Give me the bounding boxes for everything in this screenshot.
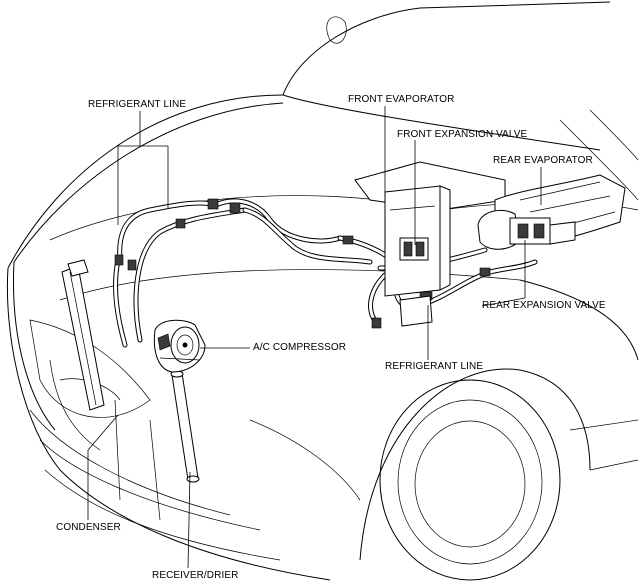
rear-evaporator-unit <box>477 174 626 250</box>
label-receiver-drier: RECEIVER/DRIER <box>152 570 239 581</box>
car-body <box>6 1 639 581</box>
condenser-unit <box>61 259 105 411</box>
label-ac-compressor: A/C COMPRESSOR <box>253 342 347 353</box>
label-refrigerant-line-top: REFRIGERANT LINE <box>88 99 187 110</box>
leader-lines <box>87 106 542 569</box>
label-condenser: CONDENSER <box>56 522 121 533</box>
receiver-drier-unit <box>170 370 200 483</box>
label-front-evaporator: FRONT EVAPORATOR <box>348 94 455 105</box>
label-refrigerant-line-bottom: REFRIGERANT LINE <box>385 361 484 372</box>
front-evaporator-unit <box>354 161 506 327</box>
label-rear-evaporator: REAR EVAPORATOR <box>493 155 593 166</box>
label-front-expansion-valve: FRONT EXPANSION VALVE <box>397 129 528 140</box>
ac-compressor-unit <box>153 319 206 373</box>
label-rear-expansion-valve: REAR EXPANSION VALVE <box>482 300 606 311</box>
